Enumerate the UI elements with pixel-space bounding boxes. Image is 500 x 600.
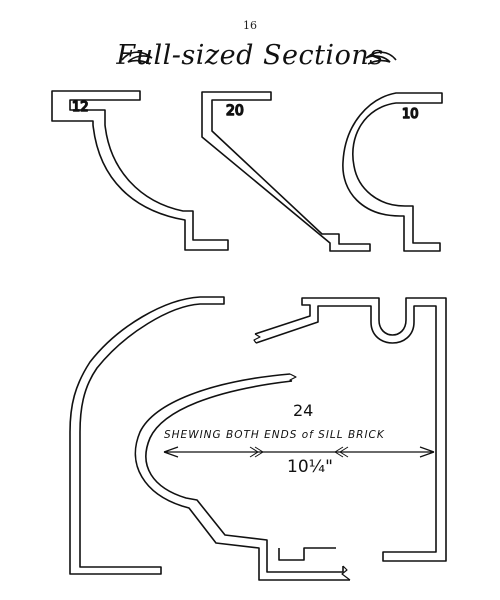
dimension-line [163,446,435,458]
right-flourish-ornament [365,51,397,65]
page-number: 16 [243,19,257,32]
sill-brick-caption: SHEWING BOTH ENDS of SILL BRICK [164,429,385,441]
section-20-label: 20 [226,103,244,119]
sill-brick-dimension: 10¼" [287,457,333,477]
section-12-profile [51,90,229,251]
page-title: Full-sized Sections [116,40,384,71]
section-10-profile [342,92,443,252]
section-24-outer-profile [69,296,225,575]
section-24-label: 24 [293,401,313,420]
section-20-profile [201,91,371,252]
section-10-label: 10 [402,107,419,122]
section-24-inner-profile [134,297,447,581]
left-flourish-ornament [121,51,153,65]
section-12-label: 12 [72,100,89,115]
